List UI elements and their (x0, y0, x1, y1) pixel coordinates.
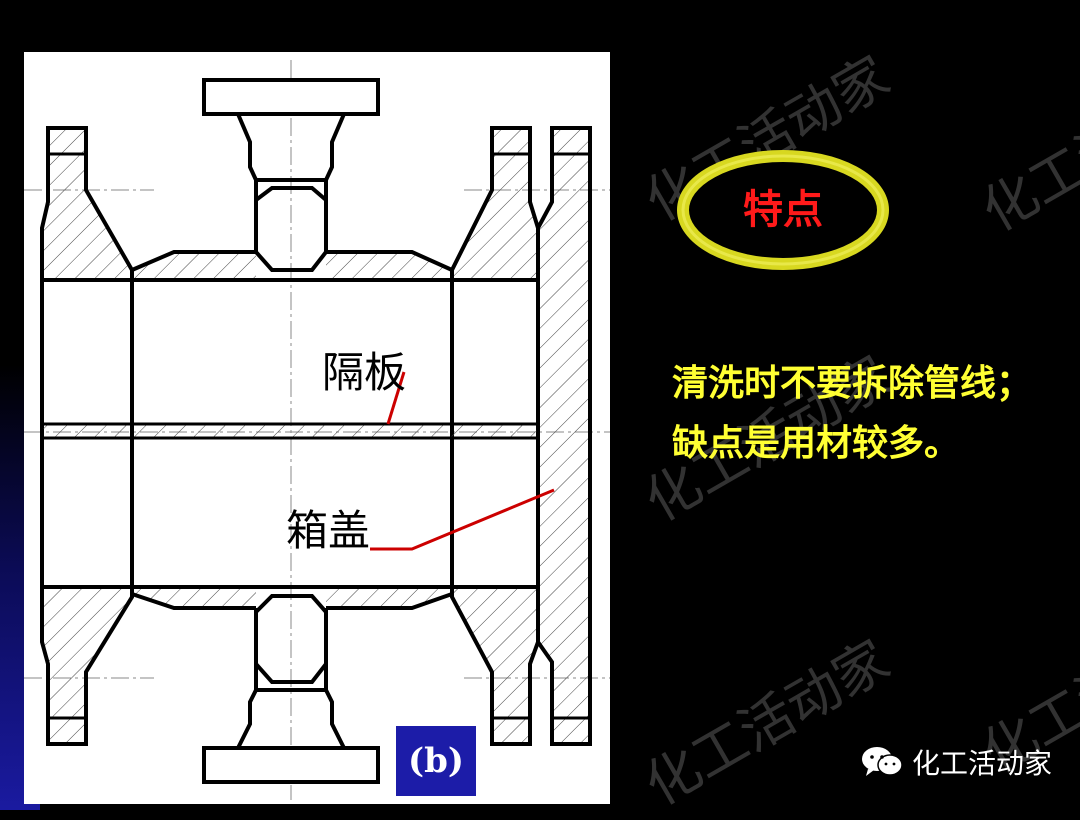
leader-lines (370, 371, 555, 551)
left-flange-lower (40, 585, 134, 746)
source-credit: 化工活动家 (860, 742, 1052, 782)
bottom-nozzle (202, 594, 380, 784)
figure-tag: (b) (396, 726, 476, 796)
top-nozzle (202, 78, 380, 272)
watermark: 化工活动家 (971, 54, 1080, 244)
heat-exchanger-drawing (24, 60, 610, 800)
credit-text: 化工活动家 (912, 747, 1053, 780)
upper-shell-wall (131, 250, 453, 280)
right-flange-lower (450, 585, 540, 746)
watermark: 化工活动家 (634, 628, 900, 818)
badge-ring (677, 150, 889, 270)
label-partition: 隔板 (322, 348, 407, 397)
feature-line-1: 清洗时不要拆除管线； (672, 363, 1033, 404)
lower-shell-wall (131, 587, 453, 610)
end-cover (536, 126, 592, 746)
badge-title: 特点 (743, 187, 823, 233)
wechat-icon (862, 747, 903, 776)
feature-line-2: 缺点是用材较多。 (672, 423, 961, 464)
partition-plate (40, 422, 540, 440)
label-cover: 箱盖 (286, 506, 371, 555)
drawing-panel: 隔板 箱盖 (24, 52, 610, 804)
left-flange-upper (40, 126, 134, 282)
right-flange-upper (450, 126, 540, 282)
